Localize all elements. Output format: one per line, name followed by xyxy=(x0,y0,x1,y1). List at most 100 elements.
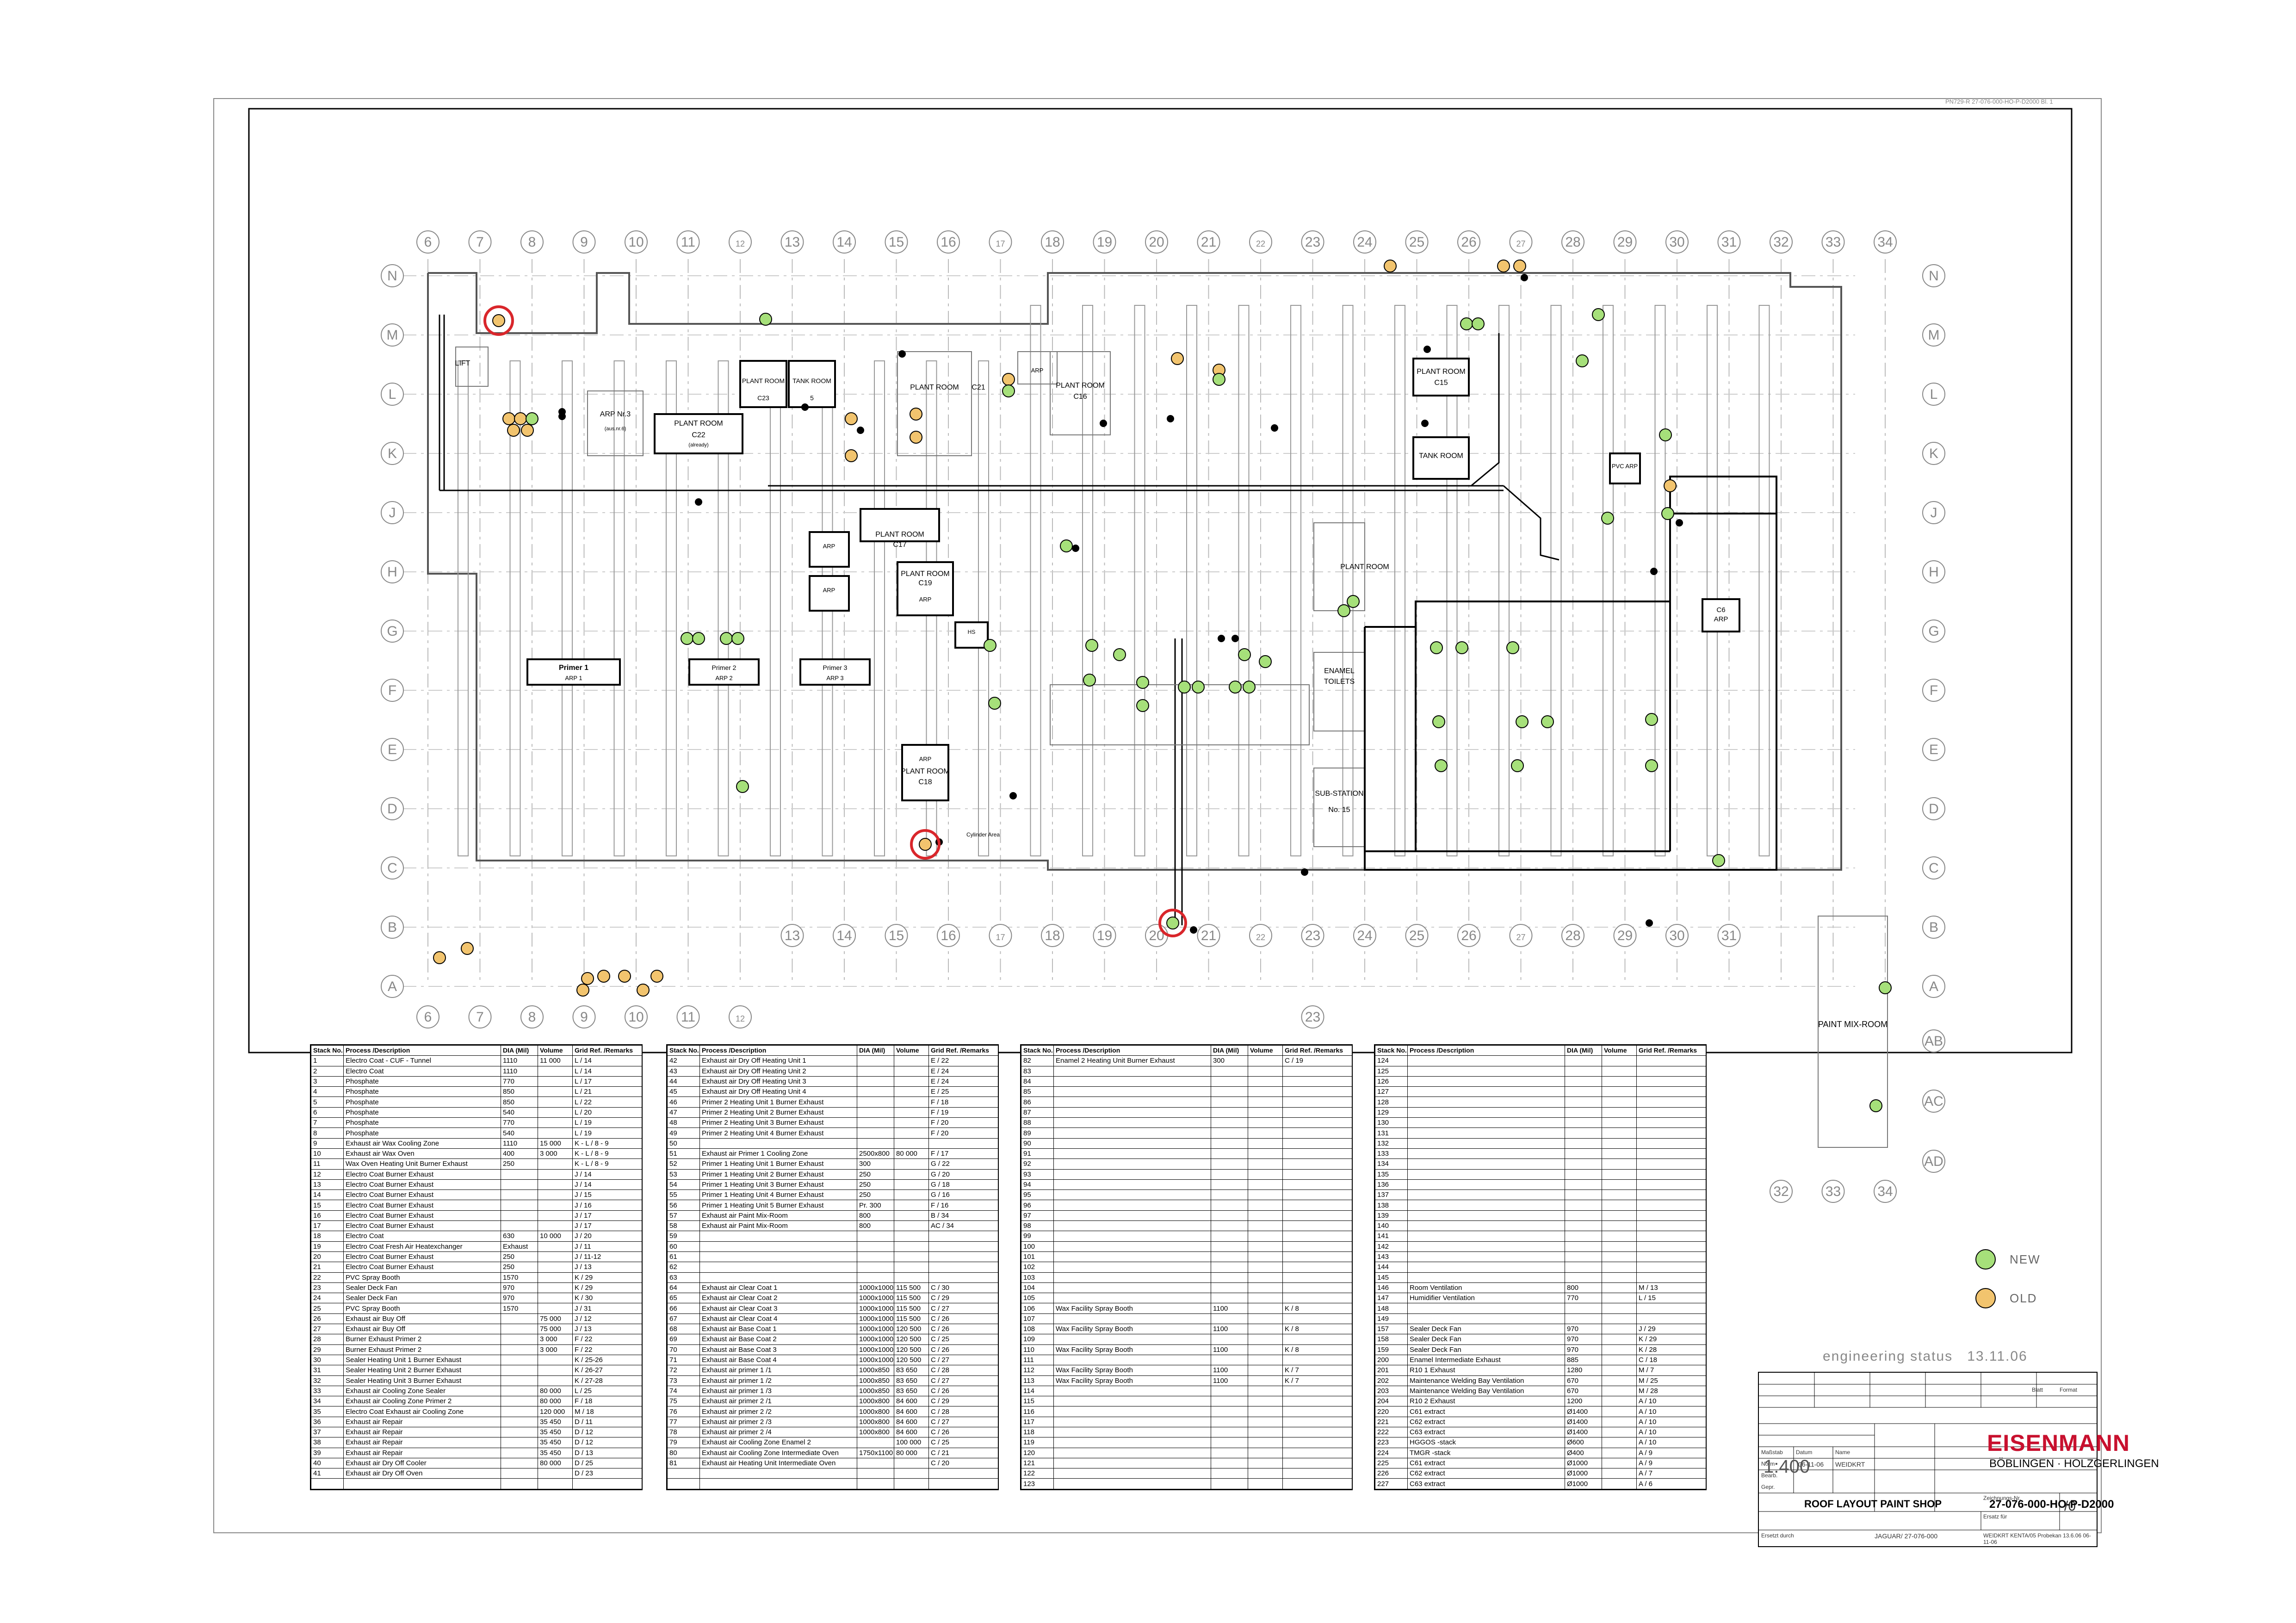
schedule-cell xyxy=(1282,1272,1352,1283)
schedule-header-cell: Process /Description xyxy=(343,1045,501,1056)
schedule-cell: 250 xyxy=(501,1251,538,1263)
schedule-cell xyxy=(1407,1076,1565,1087)
schedule-cell: 250 xyxy=(857,1179,894,1190)
schedule-cell xyxy=(1602,1447,1637,1458)
schedule-cell: 250 xyxy=(501,1262,538,1273)
schedule-cell: 71 xyxy=(667,1354,700,1366)
schedule-cell: C / 19 xyxy=(1282,1055,1352,1066)
schedule-cell: 148 xyxy=(1375,1303,1408,1314)
label-plant-c19-id: C19 xyxy=(918,579,932,587)
label-plant-c17-id: C17 xyxy=(893,541,906,549)
schedule-cell: J / 12 xyxy=(572,1313,642,1325)
schedule-row: 107 xyxy=(1021,1313,1352,1325)
schedule-cell xyxy=(894,1086,929,1097)
stack-marker xyxy=(1659,428,1672,441)
schedule-cell xyxy=(1407,1262,1565,1273)
schedule-row: 119 xyxy=(1021,1437,1352,1448)
schedule-cell xyxy=(1211,1179,1248,1190)
stack-marker xyxy=(492,314,505,327)
schedule-cell xyxy=(857,1262,894,1273)
schedule-cell: 1100 xyxy=(1211,1365,1248,1376)
schedule-cell: 3 xyxy=(311,1076,344,1087)
svg-text:33: 33 xyxy=(1826,235,1841,250)
grid-column-label: 14 xyxy=(833,924,856,947)
grid-row-label: M xyxy=(381,323,404,347)
stack-marker-existing xyxy=(1232,635,1239,642)
schedule-cell: E / 25 xyxy=(928,1086,998,1097)
grid-row-label: L xyxy=(381,383,404,406)
grid-row-label: A xyxy=(381,975,404,998)
schedule-cell: 33 xyxy=(311,1385,344,1397)
svg-text:14: 14 xyxy=(836,928,852,943)
schedule-cell: 29 xyxy=(311,1344,344,1355)
stack-marker xyxy=(1238,648,1251,661)
schedule-cell xyxy=(1282,1200,1352,1211)
schedule-cell xyxy=(538,1478,573,1489)
schedule-cell: M / 18 xyxy=(572,1406,642,1417)
c6-arp-room xyxy=(1702,598,1740,632)
schedule-cell xyxy=(1282,1065,1352,1077)
drawing-title: ROOF LAYOUT PAINT SHOP xyxy=(1804,1498,1942,1510)
schedule-cell: Exhaust air Cooling Zone Enamel 2 xyxy=(699,1437,857,1448)
schedule-row: 138 xyxy=(1375,1200,1706,1211)
hs-box xyxy=(954,621,989,649)
grid-column-label: 18 xyxy=(1041,230,1064,254)
schedule-cell: 770 xyxy=(1565,1293,1602,1304)
schedule-cell xyxy=(1248,1272,1283,1283)
schedule-row: 104 xyxy=(1021,1282,1352,1294)
stack-marker-existing xyxy=(1646,919,1653,927)
grid-column-label: 19 xyxy=(1093,924,1116,947)
schedule-cell: 400 xyxy=(501,1148,538,1159)
schedule-cell xyxy=(501,1354,538,1366)
schedule-header-cell: Stack No. xyxy=(667,1045,700,1056)
schedule-cell xyxy=(894,1189,929,1201)
schedule-cell xyxy=(1407,1303,1565,1314)
schedule-cell: 226 xyxy=(1375,1468,1408,1479)
svg-text:25: 25 xyxy=(1409,235,1424,250)
schedule-cell xyxy=(1602,1354,1637,1366)
schedule-cell xyxy=(501,1385,538,1397)
enamel-block xyxy=(1364,476,1777,871)
schedule-cell xyxy=(501,1437,538,1448)
schedule-cell: 106 xyxy=(1021,1303,1054,1314)
schedule-cell: Exhaust air Wax Oven xyxy=(343,1148,501,1159)
schedule-cell xyxy=(538,1189,573,1201)
engineering-status-date: 13.11.06 xyxy=(1967,1349,2028,1364)
label-plant-c23-id: C23 xyxy=(757,394,769,402)
stack-marker xyxy=(514,412,527,425)
schedule-cell: PVC Spray Booth xyxy=(343,1272,501,1283)
schedule-cell xyxy=(1602,1385,1637,1397)
schedule-cell xyxy=(1053,1231,1211,1242)
schedule-cell: A / 6 xyxy=(1636,1478,1706,1489)
schedule-cell: 115 500 xyxy=(894,1293,929,1304)
schedule-cell: 670 xyxy=(1565,1385,1602,1397)
schedule-cell: 70 xyxy=(667,1344,700,1355)
schedule-cell xyxy=(894,1272,929,1283)
schedule-cell: R10 1 Exhaust xyxy=(1407,1365,1565,1376)
schedule-header-cell: DIA (Mil) xyxy=(501,1045,538,1056)
schedule-row: 115 xyxy=(1021,1396,1352,1407)
schedule-cell: C / 30 xyxy=(928,1282,998,1294)
schedule-cell xyxy=(1565,1241,1602,1252)
schedule-cell: 16 xyxy=(311,1210,344,1221)
grid-column-label: 8 xyxy=(520,1005,544,1028)
svg-text:34: 34 xyxy=(1877,235,1893,250)
schedule-cell: Electro Coat Burner Exhaust xyxy=(343,1189,501,1201)
schedule-cell: C / 26 xyxy=(928,1324,998,1335)
schedule-cell xyxy=(538,1293,573,1304)
schedule-cell xyxy=(501,1210,538,1221)
schedule-cell xyxy=(1282,1262,1352,1273)
schedule-cell: 68 xyxy=(667,1324,700,1335)
grid-row-label: AC xyxy=(1922,1090,1945,1113)
schedule-cell: 123 xyxy=(1021,1478,1054,1489)
stack-marker-existing xyxy=(1521,274,1528,281)
